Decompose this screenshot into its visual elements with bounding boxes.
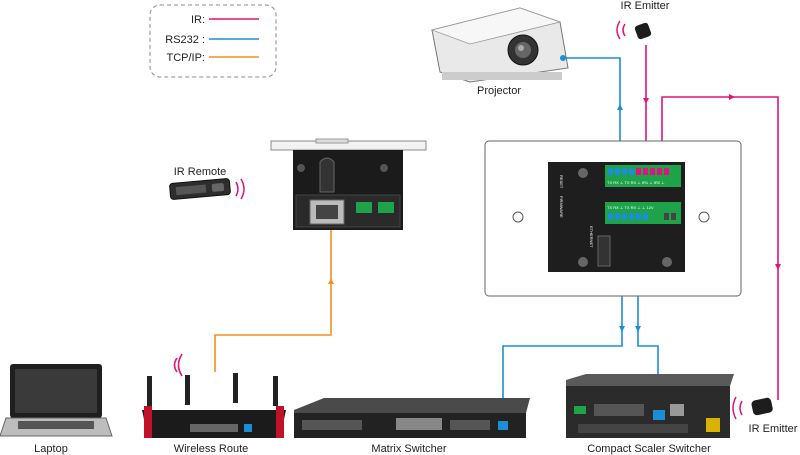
scaler-bottom-ports xyxy=(578,424,688,433)
projector-base xyxy=(442,72,562,80)
matrix-rs232-port xyxy=(498,421,508,430)
ir-remote-wave-1 xyxy=(235,181,239,197)
panel-ethernet-port xyxy=(597,235,611,267)
ir-emitter-right-wave-1 xyxy=(739,400,743,416)
module-ethernet-port xyxy=(309,199,345,225)
matrix-hdmi-ports xyxy=(302,420,362,430)
ir-remote: IR Remote xyxy=(169,166,245,200)
ir-emitter-top-wave-2 xyxy=(616,20,621,40)
panel-screw-2 xyxy=(578,257,588,267)
ir-remote-wave-2 xyxy=(240,178,245,200)
control-panel: RESET FIRMWARE ETHERNET TX RX ⊥ TX RX ⊥ … xyxy=(484,140,742,297)
ir-remote-label: IR Remote xyxy=(174,166,227,178)
router-wave-2 xyxy=(177,353,183,377)
compact-scaler-label: Compact Scaler Switcher xyxy=(587,443,711,455)
laptop-screen xyxy=(15,369,97,413)
router-antenna-1 xyxy=(147,376,152,406)
router-label: Wireless Route xyxy=(174,443,249,455)
legend: IR: RS232 : TCP/IP: xyxy=(149,4,277,78)
panel-mount-hole-left xyxy=(512,211,524,223)
projector-rs232-port xyxy=(560,55,566,61)
router-red-accent-left xyxy=(144,406,152,438)
rs232-matrix-arrow xyxy=(619,326,625,332)
ir-emitter-right-label: IR Emitter xyxy=(749,423,798,435)
matrix-switcher: Matrix Switcher xyxy=(294,398,530,455)
router-blue-port xyxy=(244,424,252,432)
rs232-projector-arrow xyxy=(617,104,623,110)
ir-remote-keypad xyxy=(175,184,207,196)
router-wave-1 xyxy=(173,357,178,373)
module-ir-receiver-icon xyxy=(319,157,335,193)
panel-ethernet-label: ETHERNET xyxy=(589,226,594,248)
tcpip-arrow xyxy=(328,278,334,284)
ir-emitter-right-wave-2 xyxy=(732,396,737,420)
router-antenna-3 xyxy=(233,373,238,403)
matrix-top xyxy=(294,398,530,413)
module-screw-left xyxy=(297,164,305,172)
ir-emitter-top-wave-1 xyxy=(622,23,626,37)
module-led-green-2 xyxy=(378,202,394,213)
matrix-misc-ports xyxy=(450,420,490,430)
scaler-green-terminal xyxy=(574,406,586,414)
ir-remote-button xyxy=(211,183,225,192)
panel-screw-3 xyxy=(662,257,672,267)
panel-screw-1 xyxy=(578,168,588,178)
matrix-rj45-ports xyxy=(396,418,442,430)
projector-lens-glass xyxy=(518,45,524,51)
scaler-hdmi-ports xyxy=(594,404,644,416)
ir-right-emitter-cable xyxy=(661,96,779,400)
panel-mount-hole-right xyxy=(698,211,710,223)
rs232-projector-cable xyxy=(563,57,621,170)
module-led-green-1 xyxy=(356,202,372,213)
ir-emitter-top: IR Emitter xyxy=(616,0,670,40)
tcpip-cable xyxy=(214,228,332,372)
module-ethernet-socket xyxy=(316,205,338,219)
matrix-switcher-label: Matrix Switcher xyxy=(371,443,447,455)
module-flange-tab xyxy=(315,138,349,144)
laptop-label: Laptop xyxy=(34,443,68,455)
router-antenna-2 xyxy=(185,375,190,405)
legend-ir-label: IR: xyxy=(191,14,205,26)
ir-right-arrow-top xyxy=(729,94,735,100)
legend-box xyxy=(149,4,277,78)
panel-terminal-top-label: TX RX ⊥ TX RX ⊥ IR1 ⊥ IR2 ⊥ xyxy=(607,180,665,185)
router-ports xyxy=(190,424,238,432)
scaler-rs232-port xyxy=(653,410,665,420)
panel-terminal-screws-bottom xyxy=(608,213,676,220)
ir-emitter-right-body xyxy=(751,397,773,416)
ir-top-arrow xyxy=(643,98,649,104)
scaler-rj45-port xyxy=(670,404,684,416)
router-antenna-4 xyxy=(273,376,278,406)
legend-rs232-label: RS232 : xyxy=(165,34,205,46)
router-red-accent-right xyxy=(276,406,284,438)
panel-reset-label: RESET xyxy=(559,175,564,189)
laptop: Laptop xyxy=(0,364,113,455)
ir-emitter-top-body xyxy=(634,22,652,40)
ir-emitter-right: IR Emitter xyxy=(732,396,798,435)
panel-terminal-screws-top xyxy=(608,168,669,175)
ethernet-wall-module xyxy=(270,138,427,230)
wireless-router: Wireless Route xyxy=(142,353,286,455)
laptop-keys xyxy=(18,421,94,429)
legend-tcpip-label: TCP/IP: xyxy=(166,52,205,64)
ir-right-arrow-down xyxy=(775,264,781,270)
scaler-top xyxy=(566,374,734,386)
panel-terminal-bottom-label: TX RX ⊥ TX RX ⊥ ⊥ 12V xyxy=(607,205,654,210)
projector-top xyxy=(430,7,562,45)
ir-emitter-top-label: IR Emitter xyxy=(621,0,670,12)
scaler-power-socket xyxy=(706,418,720,432)
rs232-scaler-arrow xyxy=(635,326,641,332)
projector: Projector xyxy=(430,7,569,97)
compact-scaler-switcher: Compact Scaler Switcher xyxy=(566,374,734,455)
projector-label: Projector xyxy=(477,85,521,97)
module-screw-right xyxy=(380,164,388,172)
panel-firmware-label: FIRMWARE xyxy=(559,196,564,218)
